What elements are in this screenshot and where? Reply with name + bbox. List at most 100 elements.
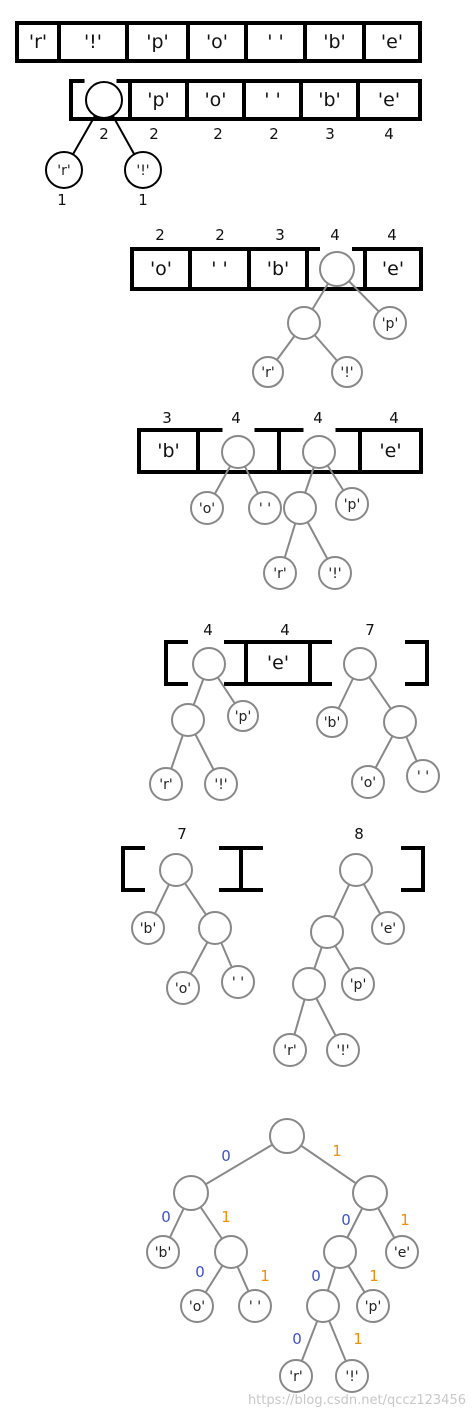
internal-node (352, 1175, 388, 1211)
leaf-node (385, 1235, 419, 1269)
internal-node (287, 306, 321, 340)
leaf-node (166, 971, 200, 1005)
node-label: 'r' (289, 1369, 302, 1385)
cell-label: 'e' (382, 258, 404, 280)
cell-label: '!' (84, 31, 102, 53)
node-label: 'p' (350, 977, 367, 993)
leaf-node (238, 1289, 272, 1323)
node-label: 'p' (365, 1299, 382, 1315)
weight-label: 3 (275, 226, 285, 244)
node-label: 'p' (235, 709, 252, 725)
cell-label: 'e' (378, 89, 400, 111)
leaf-node (146, 1235, 180, 1269)
internal-node (192, 647, 226, 681)
node-label: 'o' (360, 775, 376, 791)
tree-edge (190, 1135, 288, 1194)
node-label: 'r' (273, 566, 286, 582)
internal-node (159, 853, 193, 887)
cell-label: 'e' (381, 31, 403, 53)
weight-label: 4 (387, 226, 397, 244)
node-label: '!' (336, 1043, 349, 1059)
internal-node (310, 915, 344, 949)
leaf-node (341, 967, 375, 1001)
node-label: 'b' (140, 921, 157, 937)
internal-node (339, 853, 373, 887)
leaf-node (263, 556, 297, 590)
node-label: ' ' (259, 501, 271, 517)
leaf-node (318, 556, 352, 590)
cell-label: 'b' (267, 258, 290, 280)
internal-node (269, 1118, 305, 1154)
cell-label: 'o' (204, 89, 226, 111)
leaf-node (227, 700, 259, 732)
weight-label: 4 (280, 621, 290, 639)
bit-zero-label: 0 (292, 1330, 302, 1348)
weight-label: 2 (215, 226, 225, 244)
leaf-node (204, 767, 238, 801)
internal-node (198, 911, 232, 945)
cell-label: 'p' (146, 31, 169, 53)
leaf-node (149, 767, 183, 801)
leaf-node (326, 1033, 360, 1067)
cell-label: 'o' (206, 31, 228, 53)
leaf-node (180, 1289, 214, 1323)
internal-node (292, 967, 326, 1001)
leaf-node (316, 706, 348, 738)
bit-one-label: 1 (400, 1211, 410, 1229)
cell-label: ' ' (264, 89, 281, 111)
cell-label: 'e' (267, 652, 289, 674)
bit-zero-label: 0 (341, 1211, 351, 1229)
weight-label: 2 (149, 125, 159, 143)
weight-label: 4 (203, 621, 213, 639)
node-label: '!' (328, 566, 341, 582)
internal-node (85, 81, 123, 119)
leaf-node (124, 151, 162, 189)
watermark-text: https://blog.csdn.net/qccz123456 (248, 1393, 466, 1408)
node-label: 'r' (57, 163, 70, 179)
weight-label: 1 (138, 191, 148, 209)
weight-label: 4 (330, 226, 340, 244)
queue-cell (358, 428, 423, 474)
weight-label: 4 (389, 409, 399, 427)
cell-label: 'b' (318, 89, 341, 111)
queue-cell (308, 640, 429, 686)
weight-label: 3 (162, 409, 172, 427)
queue-cell (362, 21, 422, 63)
bit-zero-label: 0 (221, 1147, 231, 1165)
node-label: '!' (345, 1369, 358, 1385)
internal-node (221, 435, 255, 469)
bit-one-label: 1 (369, 1267, 379, 1285)
node-label: 'o' (189, 1299, 205, 1315)
cell-label: 'b' (323, 31, 346, 53)
node-label: '!' (340, 365, 353, 381)
internal-node (343, 647, 377, 681)
weight-label: 7 (365, 621, 375, 639)
leaf-node (351, 765, 385, 799)
node-label: 'b' (155, 1245, 172, 1261)
weight-label: 3 (325, 125, 335, 143)
bit-zero-label: 0 (311, 1267, 321, 1285)
bit-zero-label: 0 (161, 1208, 171, 1226)
weight-label: 4 (231, 409, 241, 427)
cell-label: ' ' (267, 31, 284, 53)
weight-label: 4 (313, 409, 323, 427)
node-label: ' ' (232, 975, 244, 991)
weight-label: 2 (213, 125, 223, 143)
weight-label: 2 (155, 226, 165, 244)
internal-node (323, 1235, 357, 1269)
cell-label: 'p' (147, 89, 170, 111)
internal-node (383, 705, 417, 739)
bit-one-label: 1 (353, 1330, 363, 1348)
weight-label: 2 (269, 125, 279, 143)
weight-label: 2 (99, 125, 109, 143)
cell-label: 'r' (29, 31, 47, 53)
leaf-node (335, 487, 369, 521)
node-label: '!' (136, 163, 149, 179)
internal-node (214, 1235, 248, 1269)
node-label: '!' (214, 777, 227, 793)
internal-node (283, 491, 317, 525)
leaf-node (335, 1359, 369, 1393)
node-label: 'o' (199, 501, 215, 517)
